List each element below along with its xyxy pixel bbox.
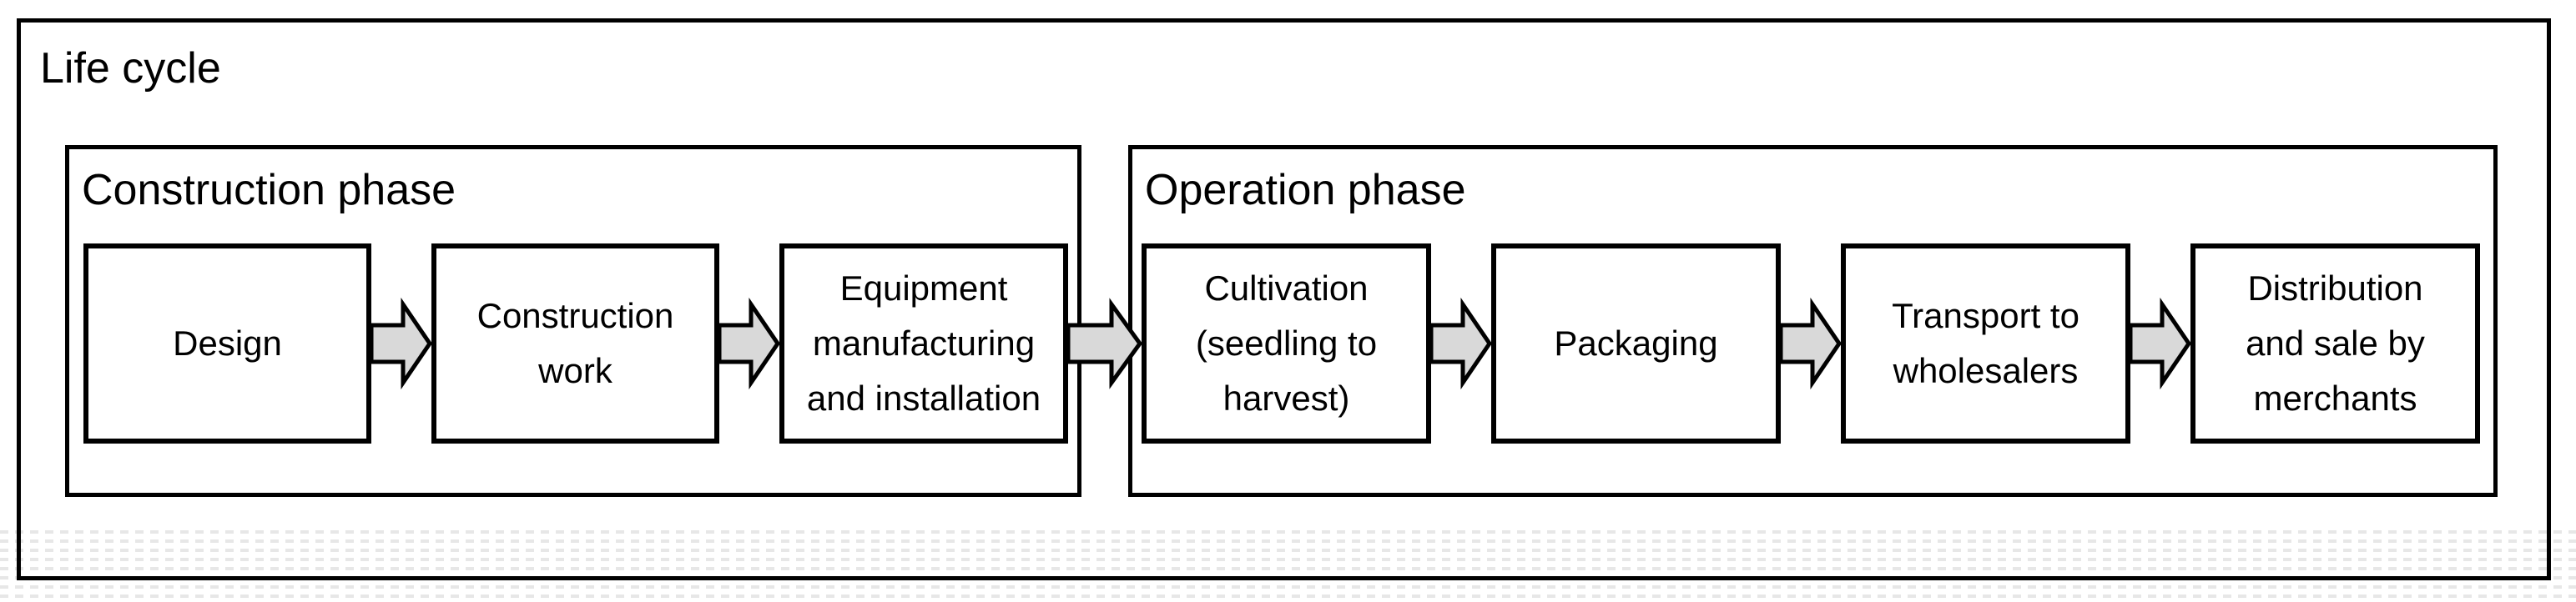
- step-box-design: Design: [83, 243, 371, 444]
- step-line: work: [538, 351, 612, 390]
- step-line: Design: [173, 324, 282, 363]
- life-cycle-frame: [17, 18, 2551, 580]
- step-line: (seedling to: [1195, 324, 1378, 363]
- step-line: Transport to: [1892, 296, 2079, 335]
- step-line: manufacturing: [812, 324, 1036, 363]
- flow-arrow-right-icon: [717, 297, 781, 390]
- operation-phase-label: Operation phase: [1145, 166, 1466, 214]
- step-line: Distribution: [2247, 268, 2423, 308]
- phase-crossing-arrow-right-icon: [1066, 298, 1143, 389]
- step-box-equipment: Equipment manufacturing and installation: [779, 243, 1068, 444]
- construction-phase-frame: [65, 145, 1081, 497]
- step-line: Packaging: [1554, 324, 1718, 363]
- diagram-title: Life cycle: [40, 44, 221, 93]
- step-box-transport: Transport to wholesalers: [1841, 243, 2130, 444]
- watermark-dots-texture: [0, 530, 2576, 599]
- flow-arrow-right-icon: [369, 297, 433, 390]
- flow-arrow-right-icon: [2128, 297, 2192, 390]
- step-box-distribution: Distribution and sale by merchants: [2190, 243, 2480, 444]
- step-box-cultivation: Cultivation (seedling to harvest): [1142, 243, 1431, 444]
- step-line: merchants: [2253, 379, 2417, 418]
- step-line: harvest): [1222, 379, 1350, 418]
- construction-phase-label: Construction phase: [82, 166, 456, 214]
- step-line: Construction: [476, 296, 674, 335]
- step-line: and sale by: [2246, 324, 2425, 363]
- flow-arrow-right-icon: [1429, 297, 1493, 390]
- flow-arrow-right-icon: [1778, 297, 1843, 390]
- step-line: and installation: [806, 379, 1041, 418]
- step-box-construction-work: Construction work: [431, 243, 719, 444]
- step-line: Cultivation: [1204, 268, 1369, 308]
- step-line: Equipment: [839, 268, 1008, 308]
- step-line: wholesalers: [1893, 351, 2079, 390]
- operation-phase-frame: [1128, 145, 2498, 497]
- step-box-packaging: Packaging: [1491, 243, 1781, 444]
